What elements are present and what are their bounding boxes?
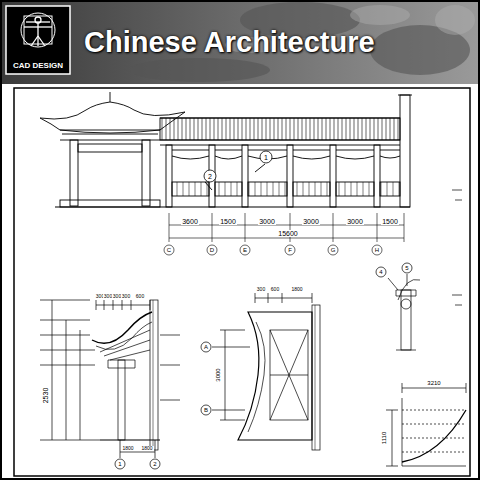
callout-number: 4 — [379, 269, 382, 275]
dimension: 1800 — [290, 287, 303, 292]
axis-letter: A — [204, 344, 208, 350]
dimension: 3000 — [258, 218, 276, 225]
dimension: 3210 — [426, 380, 441, 386]
dimension: 1800 — [121, 446, 134, 451]
dimension: 1500 — [219, 218, 237, 225]
callout-number: 2 — [208, 173, 212, 180]
dimension: 2530 — [42, 386, 49, 404]
axis-letter: C — [167, 247, 171, 253]
dimension: 600 — [270, 287, 280, 292]
axis-letter: B — [204, 407, 208, 413]
dimension: 3600 — [181, 218, 199, 225]
axis-number: 2 — [153, 461, 156, 467]
callout-number: 5 — [405, 265, 408, 271]
axis-letter: G — [331, 247, 336, 253]
axis-letter: H — [375, 247, 379, 253]
dimension: 1800 — [140, 446, 153, 451]
axis-letter: E — [243, 247, 247, 253]
dimension: 3000 — [346, 218, 364, 225]
dimension: 300 — [121, 294, 131, 299]
dimension: 300 — [256, 287, 266, 292]
axis-letter: D — [210, 247, 214, 253]
dimension: 600 — [135, 294, 145, 299]
dimension: 15600 — [277, 230, 298, 237]
page-title: Chinese Architecture — [84, 26, 375, 59]
logo-text: CAD DESIGN — [13, 62, 63, 70]
dimension: 1110 — [381, 431, 387, 445]
dimension: 3000 — [302, 218, 320, 225]
dimension: 3000 — [215, 367, 221, 382]
dimension: 1500 — [381, 218, 399, 225]
callout-number: 1 — [264, 154, 268, 161]
axis-letter: F — [288, 247, 292, 253]
axis-number: 1 — [118, 461, 121, 467]
